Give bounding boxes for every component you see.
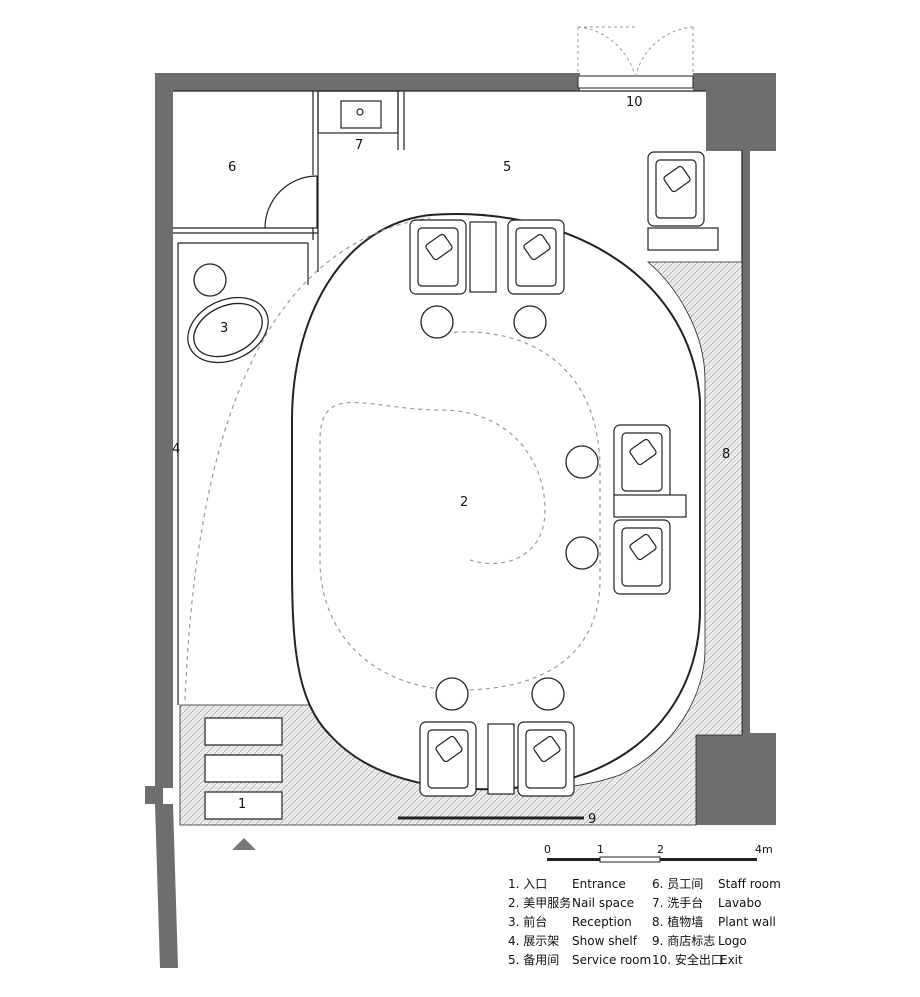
legend-6-num: 6. 员工间 — [652, 877, 703, 891]
spiral-path — [184, 217, 601, 701]
walls — [145, 73, 776, 968]
legend-9-num: 9. 商店标志 — [652, 933, 715, 948]
legend-1-num: 1. 入口 — [508, 877, 547, 891]
room-labels: 1 2 3 4 5 6 7 8 9 10 — [172, 95, 730, 827]
label-reception: 3 — [220, 321, 228, 336]
legend-10-num: 10. 安全出口 — [652, 952, 723, 967]
entrance-shelves — [204, 717, 283, 820]
scale-tick-4m: 4m — [755, 843, 773, 856]
legend-3-num: 3. 前台 — [508, 914, 547, 929]
scale-tick-2: 2 — [657, 843, 664, 856]
legend: 1. 入口 Entrance 2. 美甲服务 Nail space 3. 前台 … — [508, 877, 781, 967]
lavabo-sink — [340, 100, 382, 129]
legend-8-en: Plant wall — [718, 915, 776, 929]
legend-7-en: Lavabo — [718, 896, 761, 910]
nail-chairs-right — [565, 424, 687, 595]
label-entrance: 1 — [238, 797, 246, 812]
legend-4-num: 4. 展示架 — [508, 934, 559, 948]
label-nail-space: 2 — [460, 495, 468, 510]
reception-desk — [187, 263, 269, 364]
label-lavabo: 7 — [355, 138, 363, 153]
legend-1-en: Entrance — [572, 877, 626, 891]
service-room-chair — [647, 151, 719, 251]
legend-4-en: Show shelf — [572, 934, 638, 948]
staff-room-door[interactable] — [264, 175, 318, 229]
entrance-arrow-icon — [232, 838, 256, 850]
scale-tick-0: 0 — [544, 843, 551, 856]
legend-10-en: Exit — [720, 953, 743, 967]
scale-tick-1: 1 — [597, 843, 604, 856]
legend-2-num: 2. 美甲服务 — [508, 895, 571, 910]
legend-5-en: Service room — [572, 953, 651, 967]
label-service-room: 5 — [503, 160, 511, 175]
label-show-shelf: 4 — [172, 442, 180, 457]
label-plant-wall: 8 — [722, 447, 730, 462]
legend-3-en: Reception — [572, 915, 632, 929]
legend-2-en: Nail space — [572, 896, 634, 910]
legend-8-num: 8. 植物墙 — [652, 914, 703, 929]
nail-chairs-top — [409, 219, 565, 339]
legend-7-num: 7. 洗手台 — [652, 895, 703, 910]
nail-chairs-bottom — [419, 677, 575, 797]
label-staff-room: 6 — [228, 160, 236, 175]
scale-bar: 0 1 2 4m — [544, 843, 773, 863]
legend-9-en: Logo — [718, 934, 747, 948]
exit-door[interactable] — [577, 26, 694, 89]
legend-5-num: 5. 备用间 — [508, 953, 559, 967]
label-exit: 10 — [626, 95, 643, 110]
legend-6-en: Staff room — [718, 877, 781, 891]
label-logo: 9 — [588, 812, 596, 827]
